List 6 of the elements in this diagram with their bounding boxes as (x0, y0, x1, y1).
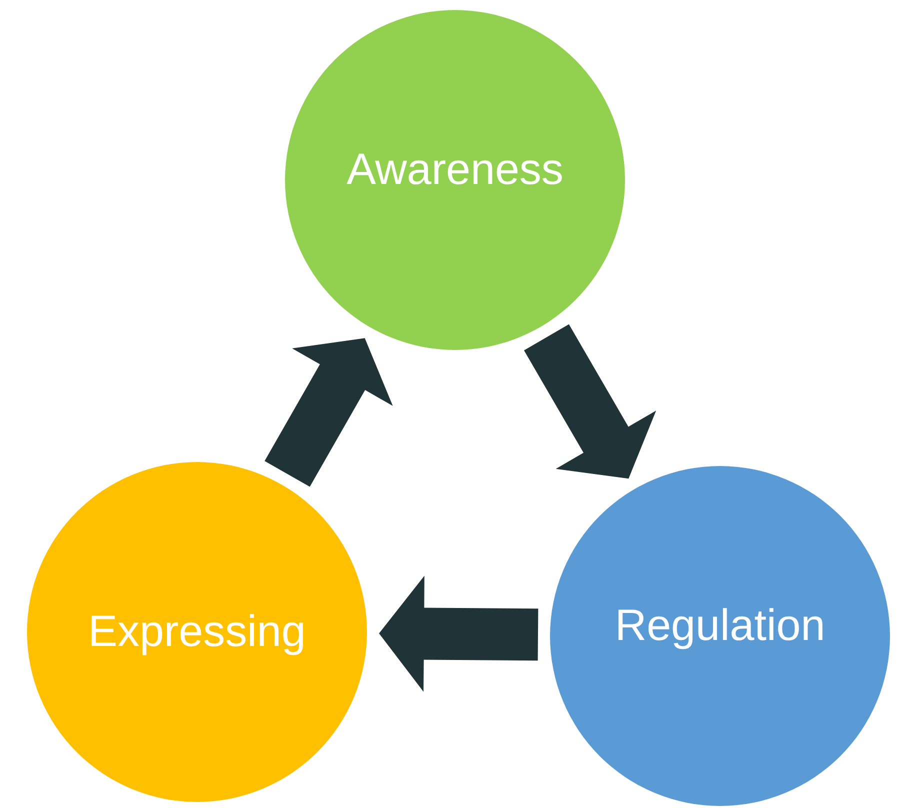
circle-label: Expressing (88, 608, 306, 656)
block-arrow (524, 324, 656, 479)
circle-label: Awareness (346, 146, 564, 194)
block-arrow (379, 576, 538, 692)
circle-label: Regulation (614, 602, 826, 650)
block-arrow (264, 338, 393, 487)
